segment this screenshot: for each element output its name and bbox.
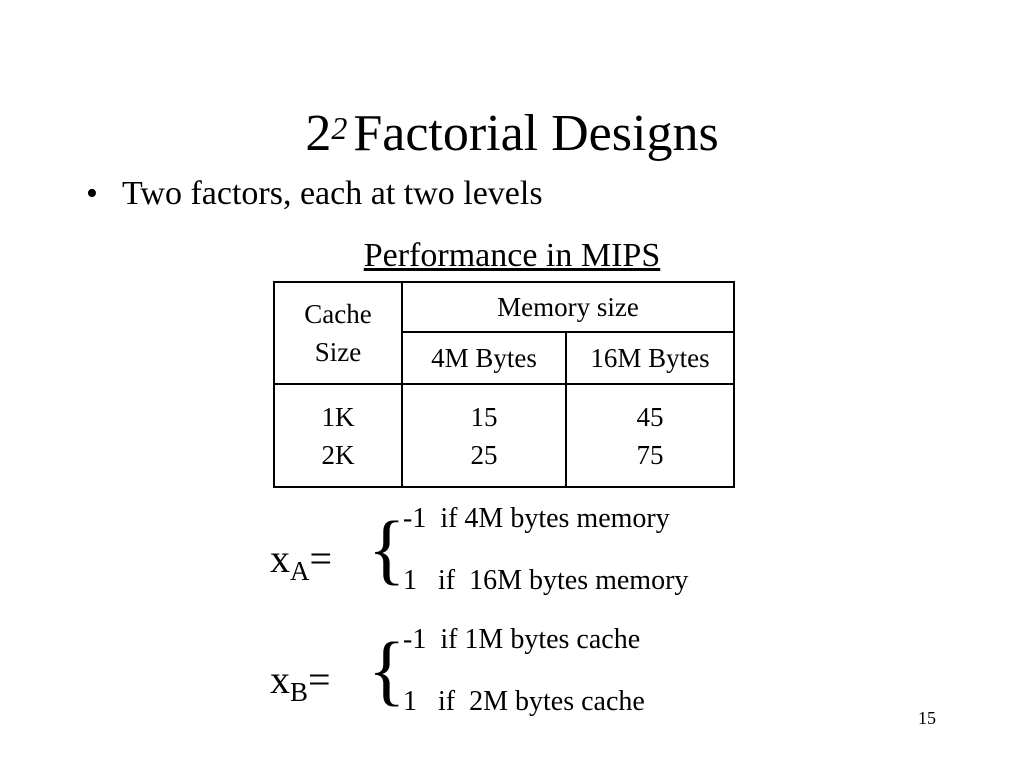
xa-equals: =: [309, 536, 333, 581]
table-row-1-16m: 45: [636, 401, 664, 432]
row-header-line1: Cache: [304, 299, 372, 329]
col-header-16m: 16M Bytes: [565, 331, 735, 385]
xa-case-1: -1 if 4M bytes memory: [403, 503, 670, 534]
cache-values-cell: 1K 2K: [273, 383, 403, 488]
xb-subscript: B: [290, 677, 309, 707]
table-row-2-cache: 2K: [321, 439, 355, 470]
row-header-cell: Cache Size: [273, 281, 403, 385]
page-number: 15: [918, 708, 936, 728]
xb-label: xB=: [270, 656, 331, 708]
xa-case-2: 1 if 16M bytes memory: [403, 565, 689, 596]
table-row-2-4m: 25: [470, 439, 498, 470]
xb-equals: =: [308, 657, 331, 702]
col-header-4m: 4M Bytes: [401, 331, 567, 385]
table-caption: Performance in MIPS: [363, 237, 661, 274]
title-exponent: 2: [331, 110, 348, 146]
xa-subscript: A: [290, 556, 310, 586]
xa-brace: {: [368, 505, 406, 592]
xa-var: x: [270, 536, 290, 581]
xa-label: xA=: [270, 535, 332, 587]
col-group-header: Memory size: [401, 281, 735, 333]
xb-brace: {: [368, 626, 406, 713]
table-row-1-cache: 1K: [321, 401, 355, 432]
values-4m-cell: 15 25: [401, 383, 567, 488]
table-row-1-4m: 15: [470, 401, 498, 432]
xb-var: x: [270, 657, 290, 702]
title-text: Factorial Designs: [353, 105, 719, 162]
title-base: 2: [305, 105, 332, 162]
bullet-item: • Two factors, each at two levels: [86, 174, 543, 214]
values-16m-cell: 45 75: [565, 383, 735, 488]
table-row-2-16m: 75: [636, 439, 664, 470]
xb-case-2: 1 if 2M bytes cache: [403, 686, 645, 717]
bullet-dot-icon: •: [86, 175, 98, 212]
xb-case-1: -1 if 1M bytes cache: [403, 624, 641, 655]
performance-table: Cache Size Memory size 4M Bytes 16M Byte…: [273, 281, 735, 488]
bullet-text: Two factors, each at two levels: [122, 175, 543, 212]
row-header-line2: Size: [314, 337, 362, 367]
